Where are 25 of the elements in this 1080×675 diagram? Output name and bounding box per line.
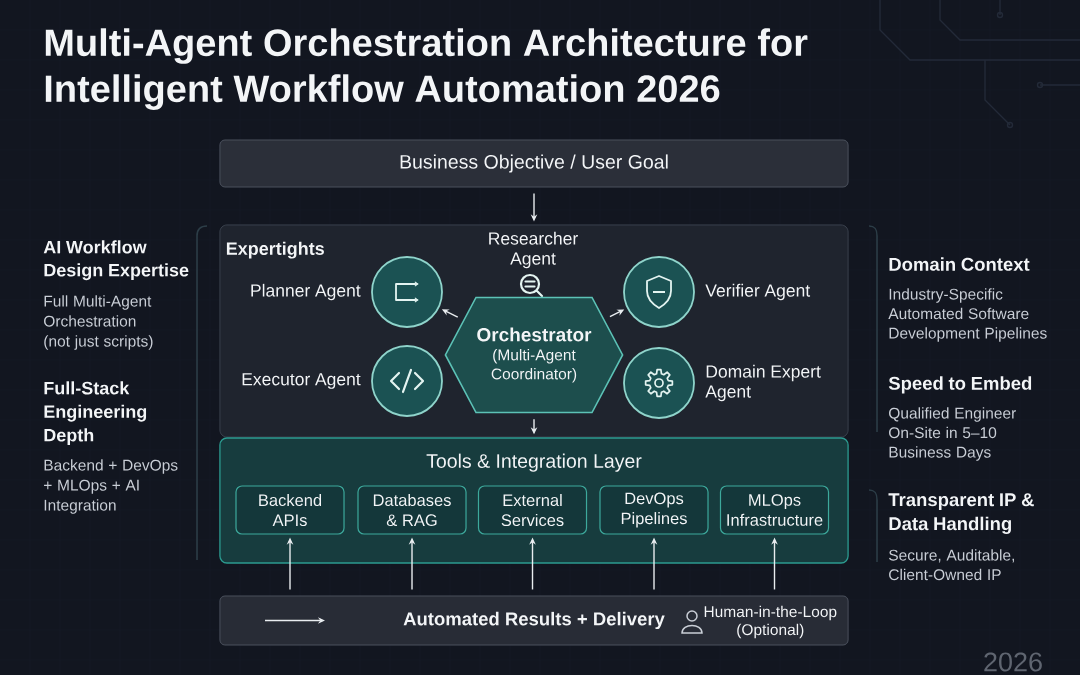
side-note: Industry-Specific Automated Software Development Pipelines	[888, 288, 1047, 342]
agent-label: Researcher Agent	[489, 231, 578, 269]
side-note: Qualified Engineer On-Site in 5–10 Business Days	[889, 407, 1016, 461]
side-note: Backend + DevOps + MLOps + AI Integration	[44, 459, 178, 514]
tool-box: External Services	[477, 485, 588, 535]
side-heading: Domain Context	[889, 257, 1030, 271]
output-bar: Automated Results + Delivery Human-in-the-Loop (Optional)	[219, 595, 849, 646]
agent-label: Planner Agent	[251, 283, 361, 301]
side-heading: Speed to Embed	[888, 376, 1032, 394]
agent-label: Executor Agent	[242, 373, 361, 389]
tool-box: Backend APIs	[235, 485, 345, 535]
agent-label: Verifier Agent	[705, 283, 811, 301]
title: Multi-Agent Orchestration Architecture for Intelligent Workflow Automation 2026	[45, 28, 808, 110]
goal-box: Business Objective / User Goal	[219, 139, 849, 188]
side-heading: AI Workflow Design Expertise	[43, 240, 189, 281]
side-note: Full Multi-Agent Orchestration (not just scripts)	[44, 295, 153, 350]
tool-box: DevOps Pipelines	[599, 485, 709, 535]
tool-box: Databases & RAG	[357, 485, 467, 535]
hexagon: Orchestrator (Multi-Agent Coordinator)	[444, 296, 624, 414]
year-label: 2026	[984, 652, 1042, 672]
agent-label: Domain Expert Agent	[705, 364, 821, 402]
side-note: Secure, Auditable, Client-Owned IP	[889, 549, 1014, 581]
side-heading: Transparent IP & Data Handling	[888, 493, 1034, 534]
tool-box: MLOps Infrastructure	[719, 485, 830, 535]
side-heading: Full-Stack Engineering Depth	[44, 381, 147, 446]
